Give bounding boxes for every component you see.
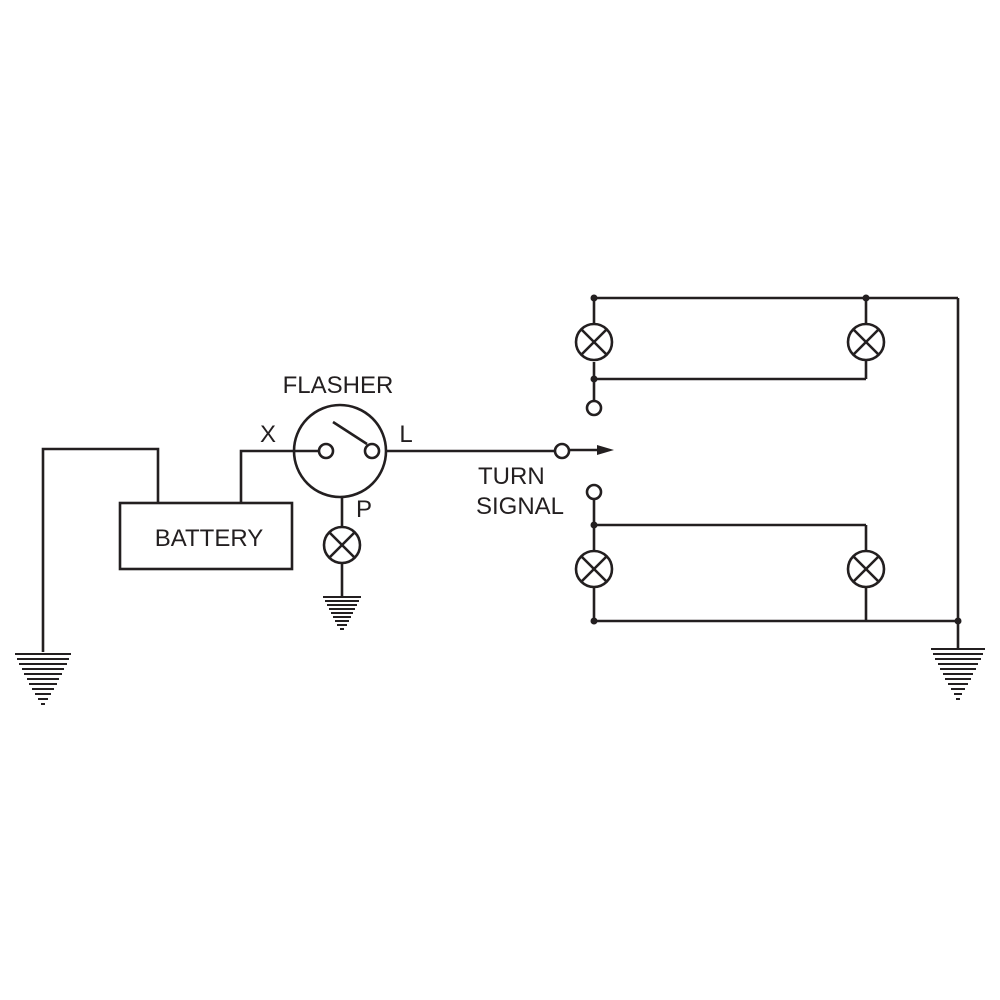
battery-label: BATTERY (155, 525, 263, 552)
lamp-lower-left (574, 549, 614, 589)
turn-label: TURN (478, 463, 545, 490)
battery-ground-wire (41, 447, 160, 652)
ground-symbol-right (931, 648, 985, 700)
lamp-upper-left (574, 322, 614, 362)
switch-contact-upper (585, 399, 603, 417)
flasher-contact-arm (332, 420, 368, 446)
turn-signal-switch: TURN SIGNAL (476, 399, 614, 520)
upper-lamp-circuit (574, 294, 958, 401)
ground-symbol-flasher (323, 596, 361, 630)
ground-symbol-left (15, 653, 71, 705)
signal-label: SIGNAL (476, 493, 564, 520)
lower-lamp-circuit (574, 499, 962, 625)
terminal-l-label: L (399, 421, 412, 448)
switch-contact-lower (585, 483, 603, 501)
lamp-lower-right (846, 549, 886, 589)
battery-to-flasher-wire (239, 449, 322, 503)
terminal-p-label: P (356, 496, 372, 523)
switch-arrow-icon (597, 445, 614, 455)
flasher-terminal-x (317, 442, 335, 460)
flasher: FLASHER X L P (260, 372, 413, 523)
battery-box (118, 501, 294, 571)
pilot-lamp-branch (322, 497, 362, 596)
switch-pivot (553, 442, 571, 460)
lamp-upper-right (846, 322, 886, 362)
flasher-terminal-l (363, 442, 381, 460)
terminal-x-label: X (260, 421, 276, 448)
battery: BATTERY (118, 501, 294, 571)
flasher-label: FLASHER (283, 372, 394, 399)
